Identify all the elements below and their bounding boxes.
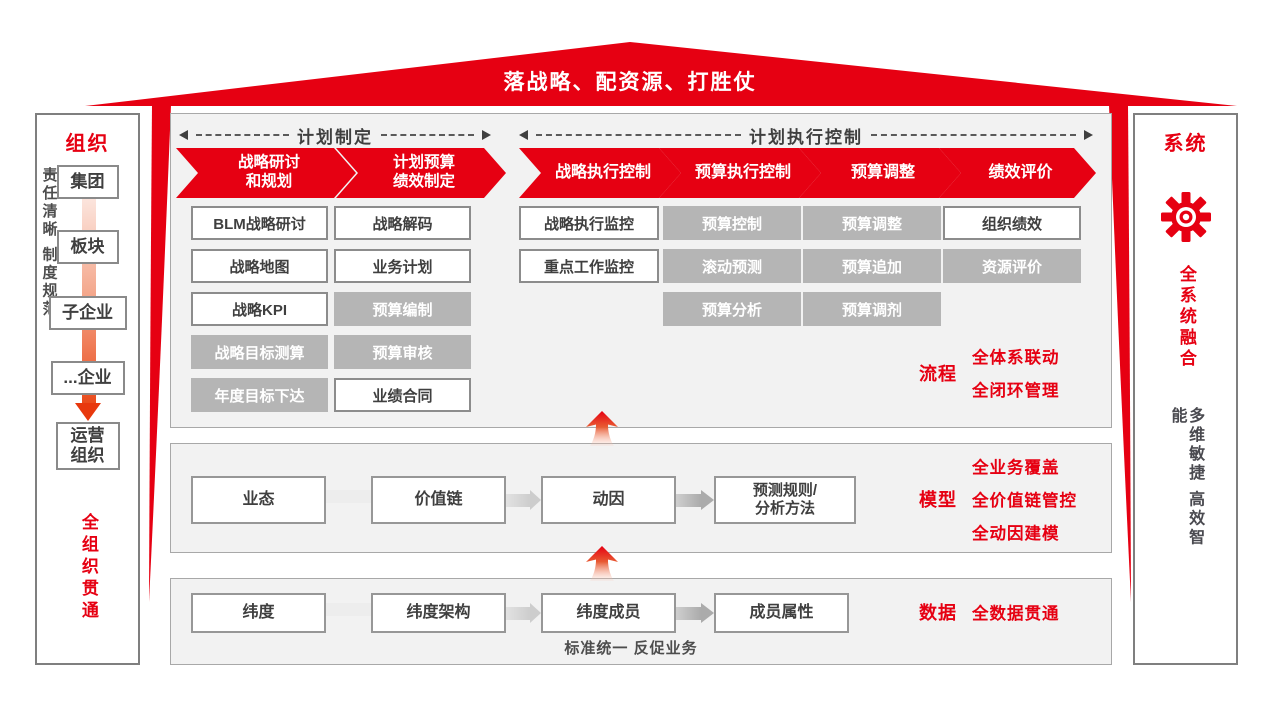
process-item: 滚动预测: [663, 249, 801, 283]
dashed-arrow-right-icon: [482, 130, 491, 140]
model-tag-point: 全价值链管控: [972, 492, 1077, 510]
data-box-dimension: 纬度: [191, 593, 326, 633]
dashed-arrow-right-icon: [1084, 130, 1093, 140]
org-level-segment: 板块: [56, 230, 119, 264]
model-tag: 模型 全业务覆盖 全价值链管控 全动因建模: [919, 452, 1077, 546]
dashed-line: [536, 134, 741, 136]
data-box-dim-members: 纬度成员: [541, 593, 676, 633]
model-box-valuechain: 价值链: [371, 476, 506, 524]
data-box-member-attrs: 成员属性: [714, 593, 849, 633]
process-tag: 流程 全体系联动 全闭环管理: [919, 344, 1060, 401]
up-arrow-icon: [586, 546, 618, 581]
flow-connector: [326, 490, 371, 503]
stage-chevron-budget-control: 预算执行控制: [659, 148, 821, 198]
org-level-group: 集团: [56, 165, 119, 199]
org-level-operating: 运营 组织: [55, 422, 120, 470]
flow-connector-arrow-icon: [676, 603, 714, 623]
process-item: 战略解码: [334, 206, 471, 240]
process-item: 资源评价: [943, 249, 1081, 283]
process-panel: 计划制定 计划执行控制 战略研讨 和规划 计划预算 绩效制定 战略执行控制 预算…: [170, 113, 1112, 428]
flow-connector: [506, 490, 541, 510]
process-item: 业绩合同: [334, 378, 471, 412]
process-tag-label: 流程: [919, 363, 957, 384]
process-item: BLM战略研讨: [191, 206, 328, 240]
process-item: 预算调整: [803, 206, 941, 240]
organization-side-note: 责任清晰 制度规范: [40, 167, 58, 319]
dashed-arrow-left-icon: [179, 130, 188, 140]
stage-chevron-strategy-control: 战略执行控制: [519, 148, 681, 198]
org-level-more: ...企业: [50, 361, 125, 395]
system-sidebar: 系统 全系统融合 多维敏捷 高效智能: [1133, 113, 1238, 665]
process-item: 战略KPI: [191, 292, 328, 326]
process-item: 预算编制: [334, 292, 471, 326]
stage-chevron-budget-setting: 计划预算 绩效制定: [336, 148, 506, 198]
right-drape-shape: [1109, 105, 1131, 602]
process-item: 预算追加: [803, 249, 941, 283]
dashed-line: [381, 134, 474, 136]
process-item: 年度目标下达: [191, 378, 328, 412]
section-header-execution: 计划执行控制: [519, 122, 1093, 148]
model-box-forecast-rules: 预测规则/ 分析方法: [714, 476, 856, 524]
section-header-planning: 计划制定: [179, 122, 491, 148]
data-tag: 数据 全数据贯通: [919, 599, 1060, 625]
process-item: 业务计划: [334, 249, 471, 283]
dashed-line: [871, 134, 1076, 136]
system-title: 系统: [1163, 133, 1208, 155]
section-header-label: 计划执行控制: [749, 127, 863, 147]
organization-title: 组织: [65, 133, 110, 155]
left-drape-shape: [149, 105, 171, 602]
org-level-subsidiary: 子企业: [48, 296, 127, 330]
process-item: 战略执行监控: [519, 206, 659, 240]
process-item: 组织绩效: [943, 206, 1081, 240]
flow-connector: [326, 603, 371, 616]
dashed-line: [196, 134, 289, 136]
model-tag-point: 全业务覆盖: [972, 459, 1060, 477]
flow-connector-arrow-icon: [676, 490, 714, 510]
stage-chevron-budget-adjust: 预算调整: [799, 148, 961, 198]
data-tag-label: 数据: [919, 603, 957, 623]
model-panel: 业态 价值链 动因 预测规则/ 分析方法 模型 全业务覆盖 全价值链管控 全动因…: [170, 443, 1112, 553]
roof-banner-shape: [85, 42, 1237, 106]
process-item: 预算分析: [663, 292, 801, 326]
process-item: 预算控制: [663, 206, 801, 240]
stage-chevron-performance-eval: 绩效评价: [939, 148, 1096, 198]
process-item: 战略目标测算: [191, 335, 328, 369]
model-tag-point: 全动因建模: [972, 525, 1060, 543]
process-item: 重点工作监控: [519, 249, 659, 283]
organization-bottom-note: 全组织贯通: [78, 513, 98, 623]
dashed-arrow-left-icon: [519, 130, 528, 140]
up-arrow-icon: [586, 411, 618, 446]
model-box-driver: 动因: [541, 476, 676, 524]
banner-title: 落战略、配资源、打胜仗: [503, 71, 757, 94]
gear-icon: [1160, 192, 1211, 242]
process-item: 预算调剂: [803, 292, 941, 326]
data-panel: 纬度 纬度架构 纬度成员 成员属性 标准统一 反促业务 数据 全数据贯通: [170, 578, 1112, 665]
system-note: 多维敏捷 高效智能: [1168, 407, 1204, 548]
model-box-business: 业态: [191, 476, 326, 524]
process-item: 预算审核: [334, 335, 471, 369]
system-highlight-note: 全系统融合: [1176, 265, 1196, 370]
organization-sidebar: 组织 责任清晰 制度规范 集团 板块 子企业 ...企业 运营 组织 全组织贯通: [35, 113, 140, 665]
org-flow-arrowhead-icon: [74, 403, 101, 421]
model-tag-label: 模型: [919, 490, 957, 510]
process-item: 战略地图: [191, 249, 328, 283]
data-box-dim-architecture: 纬度架构: [371, 593, 506, 633]
process-tag-point: 全体系联动: [972, 349, 1060, 367]
process-tag-point: 全闭环管理: [972, 382, 1060, 400]
section-header-label: 计划制定: [297, 127, 373, 147]
flow-connector: [506, 603, 541, 623]
stage-chevron-strategy-planning: 战略研讨 和规划: [176, 148, 356, 198]
data-tag-point: 全数据贯通: [972, 605, 1060, 623]
data-caption: 标准统一 反促业务: [564, 640, 698, 657]
